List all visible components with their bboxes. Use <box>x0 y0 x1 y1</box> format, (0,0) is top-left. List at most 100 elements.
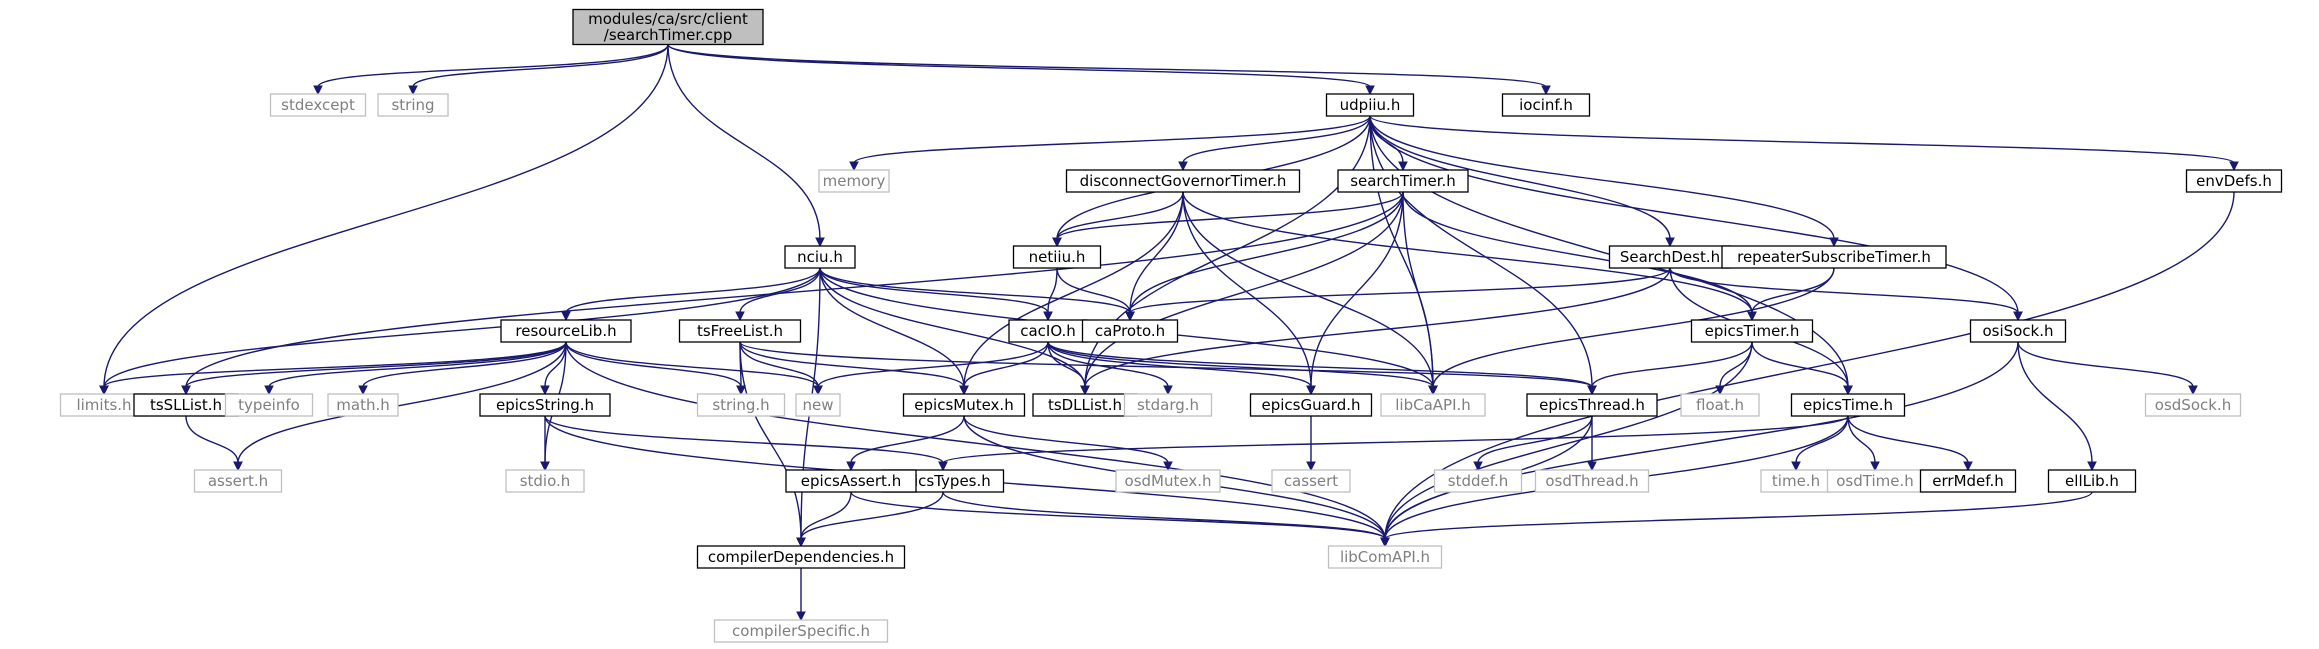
edge-resourceLib-to-tsSLList <box>181 341 567 396</box>
edge-epicsMutex-to-epicsAssert <box>846 415 965 472</box>
edge-line <box>1669 267 2019 314</box>
edge-line <box>1402 191 1434 388</box>
arrowhead <box>1163 461 1173 472</box>
edge-udpiiu-to-epicsThread <box>1369 115 1597 396</box>
edge-line <box>185 341 567 388</box>
node-epicsGuard[interactable]: epicsGuard.h <box>1249 393 1373 417</box>
node-searchTimer[interactable]: searchTimer.h <box>1337 169 1469 193</box>
node-label: cassert <box>1284 472 1338 490</box>
node-box <box>795 393 841 417</box>
node-cassert: cassert <box>1271 469 1351 493</box>
node-repeater[interactable]: repeaterSubscribeTimer.h <box>1721 245 1947 269</box>
node-epicsAssert[interactable]: epicsAssert.h <box>785 469 917 493</box>
node-box <box>1123 393 1213 417</box>
node-envDefs[interactable]: envDefs.h <box>2185 169 2283 193</box>
node-resourceLib[interactable]: resourceLib.h <box>500 319 632 343</box>
edge-resourceLib-to-stringh <box>565 341 746 396</box>
node-label: netiiu.h <box>1029 248 1086 266</box>
edge-searchTimer-to-netiiu <box>1052 191 1404 248</box>
edge-udpiiu-to-searchDest <box>1369 115 1675 248</box>
edge-line <box>739 341 819 388</box>
node-errMdef[interactable]: errMdef.h <box>1919 469 2017 493</box>
edge-epicsTime-to-errMdef <box>1847 415 1973 472</box>
node-udpiiu[interactable]: udpiiu.h <box>1325 93 1415 117</box>
node-tsFreeList[interactable]: tsFreeList.h <box>678 319 802 343</box>
node-box <box>1919 469 2017 493</box>
edge-nciu-to-tsFreeList <box>735 267 821 322</box>
node-discgov[interactable]: disconnectGovernorTimer.h <box>1065 169 1301 193</box>
edge-osiSock-to-osdSock <box>2017 341 2198 396</box>
edge-resourceLib-to-limits <box>99 341 567 396</box>
node-label: tsSLList.h <box>150 396 222 414</box>
node-typeinfo: typeinfo <box>224 393 314 417</box>
node-compilerDep[interactable]: compilerDependencies.h <box>696 545 906 569</box>
edge-line <box>1182 115 1371 164</box>
edge-epicsTypes-to-libComAPI <box>942 491 1390 548</box>
node-label: envDefs.h <box>2196 172 2272 190</box>
node-ellLib[interactable]: ellLib.h <box>2047 469 2137 493</box>
edge-searchTimer-to-caProto <box>1125 191 1404 322</box>
node-libCaAPI: libCaAPI.h <box>1380 393 1486 417</box>
arrowhead <box>736 385 746 396</box>
node-libComAPI: libComAPI.h <box>1327 545 1443 569</box>
edge-udpiiu-to-osiSock <box>1369 115 2023 322</box>
edge-cacIO-to-epicsMutex <box>959 341 1049 396</box>
node-new: new <box>795 393 841 417</box>
edge-line <box>1751 341 1849 388</box>
node-epicsTimer[interactable]: epicsTimer.h <box>1690 319 1814 343</box>
edge-udpiiu-to-discgov <box>1178 115 1371 172</box>
node-epicsThread[interactable]: epicsThread.h <box>1526 393 1658 417</box>
arrowhead <box>1428 385 1438 396</box>
edge-line <box>1182 191 1434 388</box>
node-label: ellLib.h <box>2065 472 2119 490</box>
edge-root-to-string <box>408 44 669 96</box>
node-label: disconnectGovernorTimer.h <box>1080 172 1287 190</box>
arrowhead <box>99 385 109 396</box>
node-box <box>1969 319 2067 343</box>
edge-line <box>1847 415 1876 464</box>
node-label: /searchTimer.cpp <box>604 26 732 44</box>
edge-line <box>1369 115 2019 314</box>
node-box <box>1327 545 1443 569</box>
edge-line <box>565 341 742 388</box>
arrowhead <box>1052 237 1062 248</box>
node-epicsMutex[interactable]: epicsMutex.h <box>902 393 1026 417</box>
node-label: limits.h <box>76 396 131 414</box>
node-osiSock[interactable]: osiSock.h <box>1969 319 2067 343</box>
node-tsDLList[interactable]: tsDLList.h <box>1032 393 1138 417</box>
node-label: searchTimer.h <box>1350 172 1456 190</box>
node-epicsTime[interactable]: epicsTime.h <box>1790 393 1906 417</box>
edge-udpiiu-to-envDefs <box>1369 115 2239 172</box>
node-searchDest[interactable]: SearchDest.h <box>1608 245 1732 269</box>
node-tsSLList[interactable]: tsSLList.h <box>133 393 239 417</box>
arrowhead <box>815 237 825 248</box>
node-caProto[interactable]: caProto.h <box>1081 319 1179 343</box>
node-label: osdSock.h <box>2155 396 2231 414</box>
node-box <box>327 393 399 417</box>
edge-line <box>1047 267 1058 314</box>
edge-epicsGuard-to-cassert <box>1306 416 1316 472</box>
node-string: string <box>377 93 449 117</box>
arrowhead <box>2087 461 2097 472</box>
node-label: repeaterSubscribeTimer.h <box>1737 248 1931 266</box>
node-box <box>1337 169 1469 193</box>
node-root[interactable]: modules/ca/src/client/searchTimer.cpp <box>572 8 764 46</box>
node-nciu[interactable]: nciu.h <box>784 245 856 269</box>
edge-line <box>565 341 819 388</box>
edge-line <box>819 267 1086 388</box>
node-cacIO[interactable]: cacIO.h <box>1008 319 1088 343</box>
node-label: cacIO.h <box>1020 322 1076 340</box>
edge-line <box>2017 341 2194 388</box>
node-label: stdexcept <box>281 96 355 114</box>
arrowhead <box>1665 237 1675 248</box>
node-osdMutex: osdMutex.h <box>1115 469 1221 493</box>
edge-line <box>317 44 669 88</box>
arrowhead <box>1843 385 1853 396</box>
node-box <box>1721 245 1947 269</box>
node-iocinf[interactable]: iocinf.h <box>1501 93 1591 117</box>
node-epicsString[interactable]: epicsString.h <box>479 393 611 417</box>
arrowhead <box>233 461 243 472</box>
edge-epicsTime-to-epicsTypes <box>938 415 1849 472</box>
node-netiiu[interactable]: netiiu.h <box>1012 245 1102 269</box>
